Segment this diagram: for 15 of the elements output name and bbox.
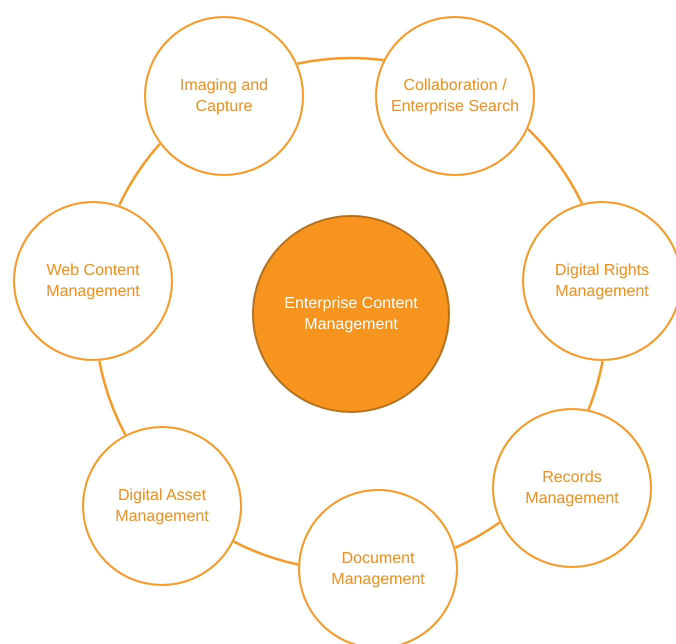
central-circle: Enterprise Content Management bbox=[252, 215, 450, 413]
topic-circle: Digital Rights Management bbox=[522, 201, 676, 361]
ring-arc bbox=[454, 521, 500, 549]
ring-arc bbox=[98, 360, 126, 436]
topic-circle: Web Content Management bbox=[13, 201, 173, 361]
ring-arc bbox=[297, 57, 384, 65]
topic-circle: Document Management bbox=[298, 489, 458, 644]
topic-circle: Imaging and Capture bbox=[144, 16, 304, 176]
topic-circle: Digital Asset Management bbox=[82, 426, 242, 586]
ring-arc bbox=[233, 540, 298, 566]
topic-circle: Records Management bbox=[492, 408, 652, 568]
topic-circle: Collaboration / Enterprise Search bbox=[375, 16, 535, 176]
ring-arc bbox=[587, 360, 604, 410]
ring-arc bbox=[527, 128, 583, 204]
ring-arc bbox=[118, 143, 161, 206]
